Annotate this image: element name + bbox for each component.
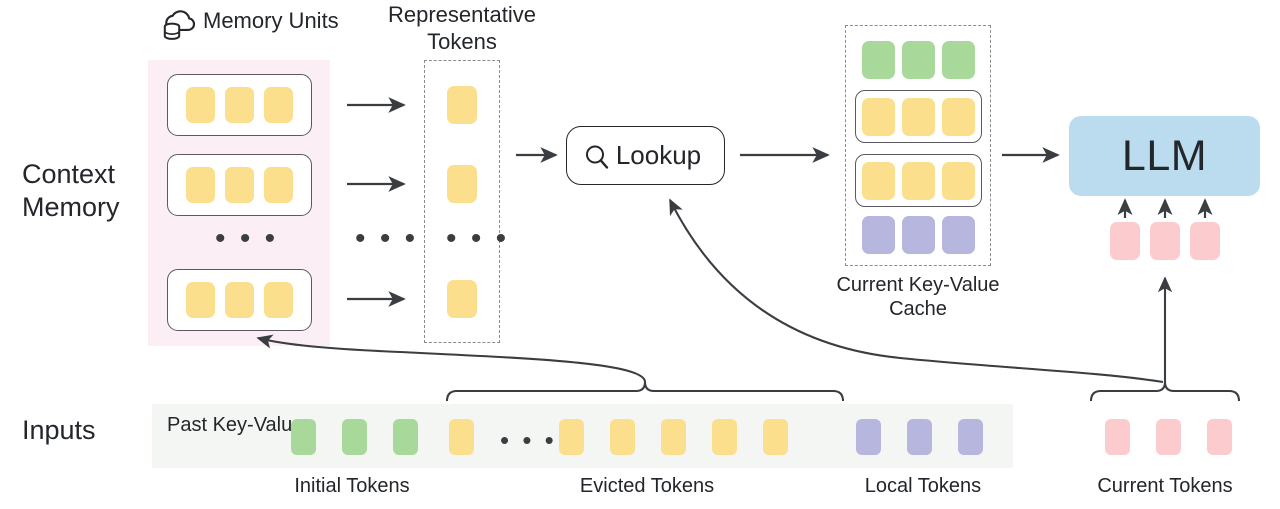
input-token-evicted [712, 419, 737, 455]
cloud-database-icon [159, 6, 199, 46]
memory-token [186, 87, 215, 123]
current-tokens-brace [1089, 381, 1241, 402]
caption-current-tokens: Current Tokens [1097, 475, 1233, 497]
memory-unit-card[interactable] [167, 154, 312, 216]
kv-token [942, 41, 975, 79]
input-token-initial [393, 419, 418, 455]
row-label-context-memory: Context Memory [22, 159, 120, 222]
kv-memory-unit-card[interactable] [855, 154, 982, 207]
input-token-evicted [763, 419, 788, 455]
kv-row-local-tokens [862, 216, 975, 254]
memory-token [225, 167, 254, 203]
kv-token [902, 216, 935, 254]
arrow-column-ellipsis: • • • [355, 222, 419, 255]
representative-token [447, 280, 477, 318]
input-token-current [1207, 419, 1232, 455]
kv-token [902, 97, 935, 136]
kv-token [862, 216, 895, 254]
evicted-tokens-brace [445, 381, 845, 402]
input-token-local [856, 419, 881, 455]
input-token-initial [342, 419, 367, 455]
current-token-chip [1150, 222, 1180, 260]
memory-to-representative-arrows [347, 97, 406, 307]
representative-tokens-heading: Representative Tokens [388, 2, 536, 54]
memory-unit-card[interactable] [167, 269, 312, 331]
lookup-label: Lookup [615, 140, 702, 170]
input-token-local [958, 419, 983, 455]
kv-token [862, 41, 895, 79]
memory-token [186, 167, 215, 203]
memory-token [225, 282, 254, 318]
memory-units-heading: Memory Units [203, 8, 339, 33]
memory-token [264, 87, 293, 123]
kv-token [942, 97, 975, 136]
memory-token [186, 282, 215, 318]
input-token-evicted [661, 419, 686, 455]
past-key-value-label: Past Key-Value [167, 414, 304, 436]
kv-token [942, 161, 975, 200]
input-token-evicted [610, 419, 635, 455]
lookup-box[interactable]: Lookup [566, 126, 725, 185]
memory-token [225, 87, 254, 123]
caption-evicted-tokens: Evicted Tokens [579, 475, 715, 497]
kv-memory-unit-card[interactable] [855, 90, 982, 143]
memory-token [264, 282, 293, 318]
caption-initial-tokens: Initial Tokens [294, 475, 410, 497]
llm-box[interactable]: LLM [1069, 116, 1260, 196]
input-token-current [1156, 419, 1181, 455]
representative-tokens-ellipsis: • • • [446, 222, 510, 255]
kv-token [942, 216, 975, 254]
representative-token [447, 165, 477, 203]
memory-token [264, 167, 293, 203]
representative-token [447, 86, 477, 124]
current-kv-cache-caption: Current Key-Value Cache [836, 274, 1000, 321]
kv-token [862, 97, 895, 136]
input-token-evicted [449, 419, 474, 455]
caption-local-tokens: Local Tokens [864, 475, 982, 497]
kv-row-initial-tokens [862, 41, 975, 79]
input-token-current [1105, 419, 1130, 455]
search-icon [583, 143, 611, 171]
kv-token [862, 161, 895, 200]
kv-token [902, 161, 935, 200]
input-token-evicted [559, 419, 584, 455]
current-token-chip [1110, 222, 1140, 260]
llm-label: LLM [1121, 131, 1208, 180]
current-tokens-to-llm-arrows [1117, 198, 1213, 218]
evicted-tokens-ellipsis: • • • [500, 425, 557, 455]
kv-token [902, 41, 935, 79]
input-token-initial [291, 419, 316, 455]
memory-units-ellipsis: • • • [215, 222, 279, 255]
input-token-local [907, 419, 932, 455]
memory-unit-card[interactable] [167, 74, 312, 136]
current-token-chip [1190, 222, 1220, 260]
row-label-inputs: Inputs [22, 415, 96, 445]
